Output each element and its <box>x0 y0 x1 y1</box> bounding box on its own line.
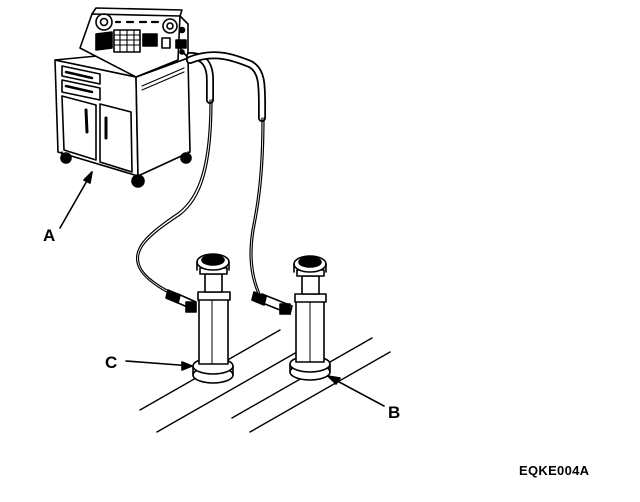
floor-rails <box>139 329 391 433</box>
callout-a: A <box>43 226 56 245</box>
leader-arrow-b <box>327 375 385 407</box>
jack-c <box>165 253 234 384</box>
leader-arrow-a <box>59 171 93 229</box>
control-console <box>54 7 192 188</box>
jack-b <box>251 255 331 381</box>
figure-code: EQKE004A <box>519 463 590 478</box>
leader-arrow-c <box>125 360 193 371</box>
callout-c: C <box>105 353 118 372</box>
hose-right <box>186 51 266 295</box>
callout-b: B <box>388 403 401 422</box>
